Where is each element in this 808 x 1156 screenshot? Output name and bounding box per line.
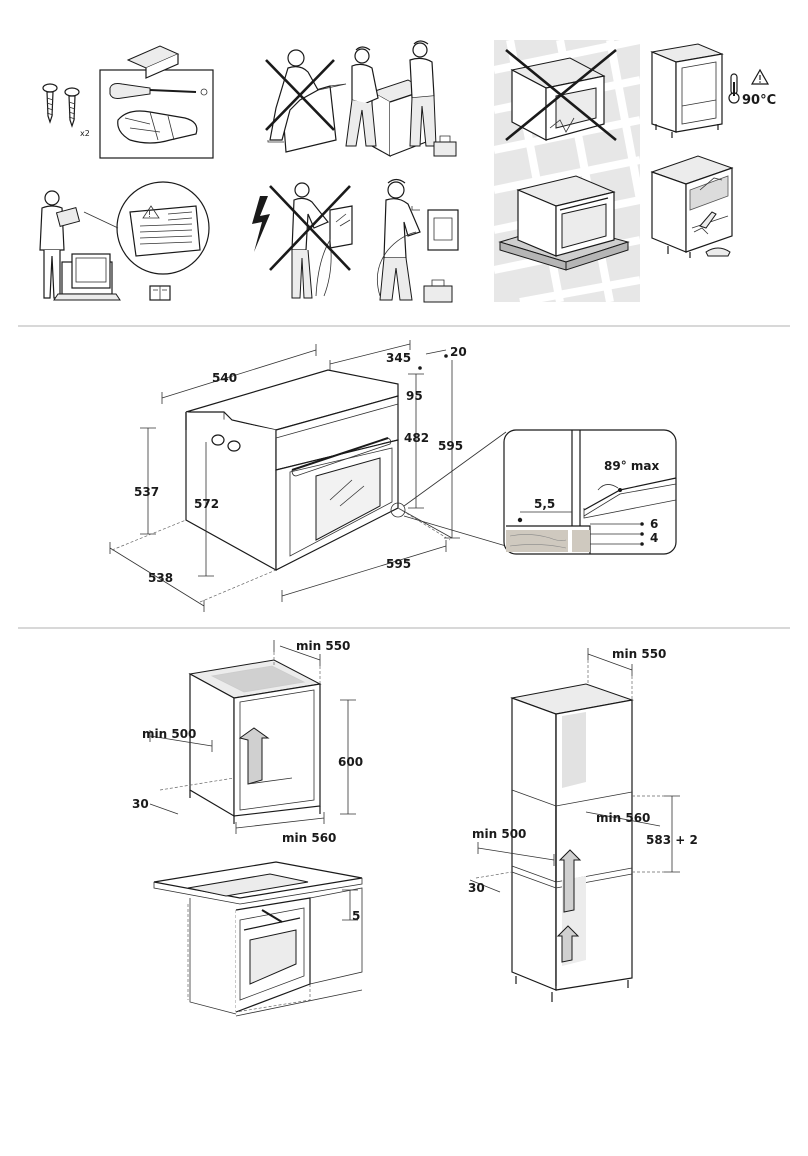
column-cabinet-drawing — [469, 648, 680, 1002]
oven-dimension-drawing — [109, 340, 677, 612]
col-min-width: min 560 — [596, 811, 650, 825]
lift-two-people-illustration — [345, 40, 457, 158]
uc-height: 600 — [338, 755, 363, 769]
dim-depth-bottom: 538 — [148, 571, 173, 585]
dim-depth-top: 345 — [386, 351, 411, 365]
no-diy-electrical-illustration — [252, 182, 353, 299]
detail-b: 4 — [650, 531, 658, 545]
cabinet-cleaning-illustration — [650, 155, 734, 258]
col-min-depth: min 550 — [612, 647, 666, 661]
detail-gap: 5,5 — [534, 497, 555, 511]
undercounter-installed-drawing — [153, 861, 363, 1017]
dim-offset: 20 — [450, 345, 467, 359]
col-height: 583 + 2 — [646, 833, 698, 847]
oven-on-side-illustration — [505, 48, 617, 142]
dim-height: 595 — [438, 439, 463, 453]
tools-box-illustration — [99, 45, 214, 159]
detail-angle: 89° max — [604, 459, 659, 473]
dim-side-height: 537 — [134, 485, 159, 499]
dim-panel: 95 — [406, 389, 423, 403]
thermometer-icon — [728, 73, 740, 104]
lift-alone-illustration — [265, 49, 347, 153]
undercounter-cabinet-drawing — [149, 640, 356, 834]
screws-quantity: x2 — [80, 129, 90, 138]
read-manual-illustration: ! — [39, 181, 210, 301]
temperature-label: 90°C — [742, 93, 776, 108]
uc-min-width: min 560 — [282, 831, 336, 845]
cabinet-illustration — [650, 43, 724, 138]
svg-text:!: ! — [148, 210, 151, 219]
dim-inner-height: 482 — [404, 431, 429, 445]
electrician-illustration — [376, 178, 459, 303]
oven-on-pallet-illustration — [498, 175, 630, 271]
detail-a: 6 — [650, 517, 658, 531]
screws-illustration: x2 — [42, 83, 90, 138]
warning-icon — [750, 68, 770, 85]
uc-top-gap: 5 — [352, 909, 360, 923]
col-min-vent: min 500 — [472, 827, 526, 841]
dim-inner-side: 572 — [194, 497, 219, 511]
dim-width-bottom: 595 — [386, 557, 411, 571]
uc-gap: 30 — [132, 797, 149, 811]
uc-min-vent: min 500 — [142, 727, 196, 741]
uc-min-depth: min 550 — [296, 639, 350, 653]
col-gap: 30 — [468, 881, 485, 895]
dim-width-top: 540 — [212, 371, 237, 385]
